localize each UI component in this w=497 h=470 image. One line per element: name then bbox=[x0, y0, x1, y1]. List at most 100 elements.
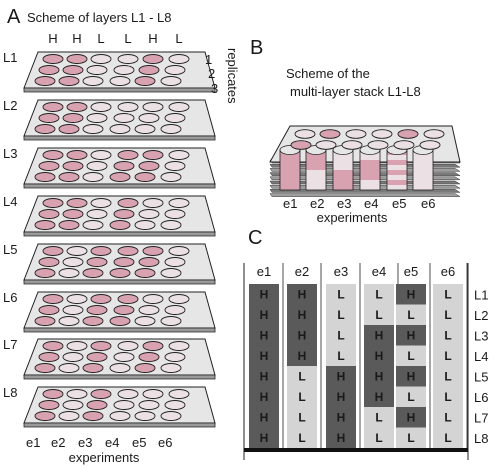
plate-edge bbox=[23, 422, 216, 428]
dish bbox=[164, 65, 186, 75]
matrix-cell-value: L bbox=[444, 369, 451, 383]
stack-dish bbox=[371, 129, 393, 139]
layer-label: L6 bbox=[3, 290, 17, 305]
stack-segment bbox=[280, 165, 300, 170]
dish bbox=[34, 124, 56, 134]
matrix-cell bbox=[326, 284, 356, 305]
dish bbox=[109, 411, 131, 421]
dish bbox=[66, 102, 88, 112]
matrix-cell-value: L bbox=[407, 308, 414, 322]
dish bbox=[82, 76, 104, 86]
dish bbox=[58, 172, 80, 182]
stack-column bbox=[386, 145, 408, 191]
matrix-cell bbox=[326, 407, 356, 428]
matrix-cell-value: L bbox=[444, 287, 451, 301]
dish bbox=[138, 352, 160, 362]
layer-label: L4 bbox=[3, 194, 17, 209]
panel-b-title-line1: Scheme of the bbox=[286, 66, 370, 81]
matrix-cell bbox=[433, 284, 463, 305]
stack-segment bbox=[387, 165, 407, 170]
dish bbox=[62, 161, 84, 171]
stack-segment bbox=[306, 160, 326, 165]
dish bbox=[42, 54, 64, 64]
dish bbox=[86, 113, 108, 123]
stack-segment bbox=[306, 175, 326, 180]
dish bbox=[34, 172, 56, 182]
dish bbox=[168, 54, 190, 64]
matrix-cell bbox=[326, 325, 356, 346]
dish bbox=[134, 220, 156, 230]
dish bbox=[58, 363, 80, 373]
stack-segment bbox=[280, 185, 300, 190]
stack-segment bbox=[360, 170, 380, 175]
dish bbox=[58, 268, 80, 278]
panel-a-x-label: experiments bbox=[69, 450, 140, 465]
dish bbox=[164, 209, 186, 219]
matrix-cell bbox=[287, 345, 317, 366]
dish bbox=[86, 161, 108, 171]
replicate-number: 3 bbox=[211, 81, 218, 96]
matrix-cell-value: H bbox=[375, 328, 384, 342]
matrix-row-label: L1 bbox=[474, 287, 488, 302]
dish bbox=[160, 411, 182, 421]
matrix-cell bbox=[249, 427, 279, 448]
layer-plate: L7 bbox=[3, 337, 216, 380]
dish bbox=[160, 316, 182, 326]
dish bbox=[34, 363, 56, 373]
stack-segment bbox=[333, 180, 353, 185]
dish bbox=[138, 305, 160, 315]
stack-segment bbox=[280, 155, 300, 160]
matrix-cell-value: L bbox=[375, 410, 382, 424]
matrix-cell-value: L bbox=[298, 369, 305, 383]
matrix-cell bbox=[396, 366, 426, 387]
plate-edge bbox=[23, 374, 216, 380]
stack-column bbox=[412, 145, 434, 191]
matrix-cell bbox=[249, 304, 279, 325]
dish bbox=[117, 54, 139, 64]
dish bbox=[164, 161, 186, 171]
stack-segment bbox=[280, 180, 300, 185]
dish bbox=[34, 76, 56, 86]
dish bbox=[66, 150, 88, 160]
matrix-cell bbox=[364, 366, 394, 387]
dish bbox=[142, 246, 164, 256]
stack-segment bbox=[306, 155, 326, 160]
matrix-cell-value: L bbox=[407, 431, 414, 445]
matrix-cell-value: H bbox=[260, 349, 269, 363]
matrix-column-label: e3 bbox=[334, 264, 348, 279]
layer-plate: L3 bbox=[3, 146, 216, 189]
experiment-label: e5 bbox=[132, 435, 146, 450]
dish bbox=[134, 76, 156, 86]
column-label: L bbox=[175, 31, 182, 46]
matrix-cell bbox=[396, 407, 426, 428]
dish bbox=[164, 113, 186, 123]
plate-edge bbox=[23, 87, 216, 93]
dish bbox=[134, 172, 156, 182]
dish bbox=[109, 76, 131, 86]
dish bbox=[62, 65, 84, 75]
matrix-cell bbox=[364, 427, 394, 448]
experiment-label: e1 bbox=[26, 435, 40, 450]
dish bbox=[164, 257, 186, 267]
dish bbox=[113, 400, 135, 410]
dish bbox=[42, 246, 64, 256]
stack-dish bbox=[345, 129, 367, 139]
dish bbox=[134, 268, 156, 278]
stack-segment bbox=[333, 160, 353, 165]
dish bbox=[168, 341, 190, 351]
dish bbox=[164, 305, 186, 315]
dish bbox=[82, 172, 104, 182]
matrix-cell bbox=[326, 427, 356, 448]
dish bbox=[86, 209, 108, 219]
dish bbox=[42, 150, 64, 160]
layer-plate: L5 bbox=[3, 242, 216, 285]
experiment-label: e2 bbox=[310, 196, 324, 211]
matrix-cell-value: H bbox=[375, 349, 384, 363]
dish bbox=[138, 400, 160, 410]
matrix-row-label: L2 bbox=[474, 308, 488, 323]
matrix-cell-value: L bbox=[298, 390, 305, 404]
dish bbox=[38, 305, 60, 315]
stack-dish bbox=[397, 129, 419, 139]
dish bbox=[66, 198, 88, 208]
